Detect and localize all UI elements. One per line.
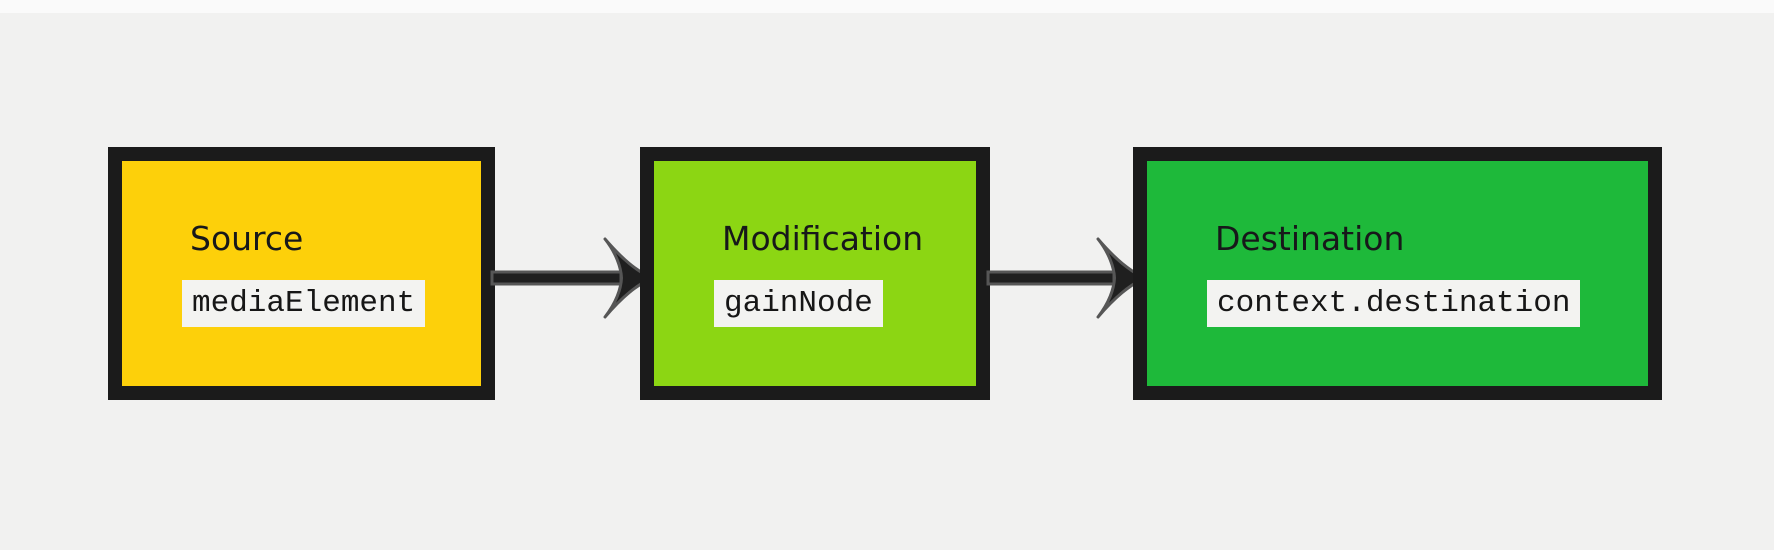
node-modification-label: Modification [722, 219, 924, 259]
node-source-label: Source [190, 219, 304, 259]
node-modification-code: gainNode [714, 279, 883, 327]
node-destination-label: Destination [1215, 219, 1405, 259]
arrow-right-icon [490, 237, 653, 319]
arrow-shaft [986, 270, 1116, 286]
node-destination-code: context.destination [1207, 279, 1581, 327]
node-destination: Destination context.destination [1133, 147, 1662, 400]
node-source: Source mediaElement [108, 147, 495, 400]
arrow-shaft [490, 270, 623, 286]
node-modification: Modification gainNode [640, 147, 990, 400]
arrow-right-icon [986, 237, 1146, 319]
node-source-code: mediaElement [182, 279, 426, 327]
top-strip [0, 0, 1774, 13]
